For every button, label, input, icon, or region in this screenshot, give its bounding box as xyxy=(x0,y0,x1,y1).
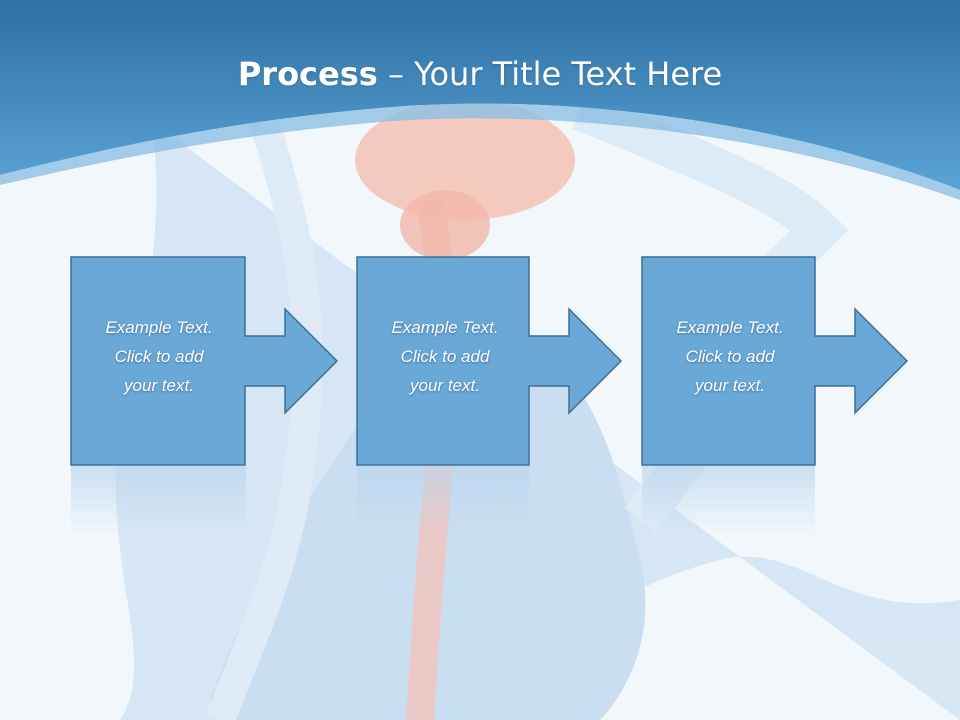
step-2-text[interactable]: Example Text. Click to add your text. xyxy=(391,318,499,395)
reflection-3 xyxy=(642,466,815,536)
reflection-2 xyxy=(357,466,529,536)
process-step-1[interactable]: Example Text. Click to add your text. xyxy=(70,256,339,466)
step-reflections xyxy=(0,466,960,546)
step-3-text[interactable]: Example Text. Click to add your text. xyxy=(676,318,784,395)
process-step-3[interactable]: Example Text. Click to add your text. xyxy=(641,256,909,466)
step-1-shape xyxy=(70,256,339,466)
title-bold-text: Process xyxy=(237,55,378,93)
slide-title[interactable]: Process – Your Title Text Here xyxy=(0,52,960,96)
step-3-shape xyxy=(641,256,909,466)
step-1-text[interactable]: Example Text. Click to add your text. xyxy=(105,318,213,395)
title-rest-text: – Your Title Text Here xyxy=(377,55,723,93)
process-step-2[interactable]: Example Text. Click to add your text. xyxy=(356,256,623,466)
step-2-shape xyxy=(356,256,623,466)
reflection-1 xyxy=(71,466,246,536)
